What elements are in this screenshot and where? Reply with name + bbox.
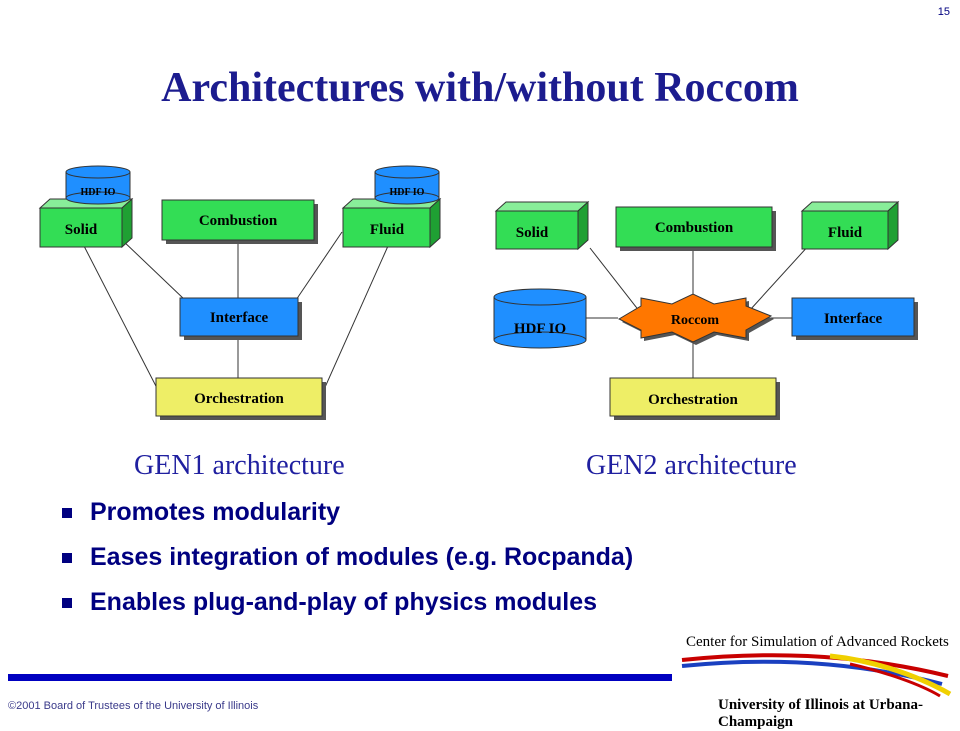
- bullet-square-icon: [62, 597, 72, 608]
- bullet-item: Enables plug-and-play of physics modules: [62, 580, 922, 625]
- center-name: Center for Simulation of Advanced Rocket…: [686, 634, 949, 650]
- gen2-orchestration-box: Orchestration: [609, 377, 780, 420]
- gen1-orchestration-box: Orchestration: [155, 377, 326, 420]
- gen1-hdf-solid-cylinder: HDF IO: [65, 165, 131, 205]
- gen1-interface-label: Interface: [210, 310, 269, 326]
- gen2-interface-label: Interface: [824, 311, 883, 327]
- gen2-combustion-box: Combustion: [615, 206, 776, 251]
- gen1-combustion-box: Combustion: [161, 199, 318, 244]
- bullet-text: Eases integration of modules (e.g. Rocpa…: [90, 543, 634, 571]
- gen2-fluid-label: Fluid: [828, 225, 863, 241]
- gen1-combustion-label: Combustion: [199, 213, 278, 229]
- bullet-text: Promotes modularity: [90, 498, 341, 526]
- gen2-interface-box: Interface: [791, 297, 918, 340]
- university-name: University of Illinois at Urbana-Champai…: [718, 697, 924, 730]
- gen1-hdf-solid-label: HDF IO: [81, 187, 116, 198]
- gen2-caption: GEN2 architecture: [586, 450, 797, 481]
- gen2-roccom-label: Roccom: [671, 313, 720, 328]
- gen2-hdf-label: HDF IO: [514, 321, 566, 337]
- bullet-item: Eases integration of modules (e.g. Rocpa…: [62, 535, 922, 580]
- gen2-orchestration-label: Orchestration: [648, 392, 738, 408]
- gen2-combustion-label: Combustion: [655, 220, 734, 236]
- gen2-diagram: Solid Combustion Fluid HDF IO: [493, 200, 918, 420]
- copyright-text: ©2001 Board of Trustees of the Universit…: [8, 700, 259, 712]
- gen1-hdf-fluid-label: HDF IO: [390, 187, 425, 198]
- bullet-square-icon: [62, 507, 72, 518]
- gen2-solid-label: Solid: [516, 225, 549, 241]
- gen2-fluid-box: Fluid: [800, 200, 900, 251]
- gen1-caption: GEN1 architecture: [134, 450, 345, 481]
- bullet-text: Enables plug-and-play of physics modules: [90, 588, 598, 616]
- bullet-square-icon: [62, 552, 72, 563]
- gen1-interface-box: Interface: [179, 297, 302, 340]
- gen1-fluid-box: Fluid: [341, 197, 442, 249]
- csar-logo-swoosh: [681, 653, 952, 698]
- gen2-roccom-node: Roccom: [617, 293, 774, 345]
- gen1-diagram: Solid HDF IO Combustion Fluid: [38, 165, 442, 420]
- gen1-hdf-fluid-cylinder: HDF IO: [374, 165, 440, 205]
- gen1-solid-label: Solid: [65, 222, 98, 238]
- gen2-solid-box: Solid: [494, 200, 590, 251]
- slide-title: Architectures with/without Roccom: [161, 65, 799, 111]
- gen2-hdf-cylinder: HDF IO: [493, 288, 587, 349]
- architecture-diagrams: Solid HDF IO Combustion Fluid: [38, 165, 918, 420]
- gen1-fluid-label: Fluid: [370, 222, 405, 238]
- bullet-item: Promotes modularity: [62, 490, 922, 535]
- gen1-solid-box: Solid: [38, 197, 134, 249]
- bullet-list: Promotes modularity Eases integration of…: [62, 490, 922, 625]
- slide-number: 15: [937, 6, 950, 18]
- gen1-orchestration-label: Orchestration: [194, 391, 284, 407]
- footer-bar: [8, 674, 672, 681]
